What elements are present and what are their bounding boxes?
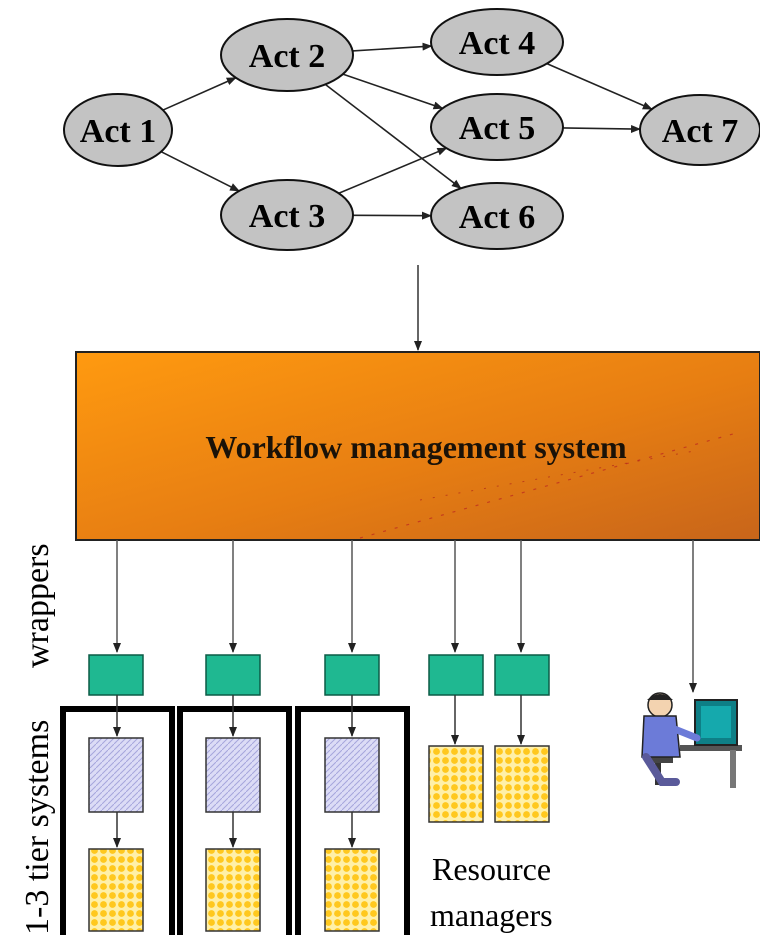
activity-node-1: Act 1 bbox=[63, 93, 173, 167]
activity-label: Act 6 bbox=[459, 199, 535, 236]
tier-systems-label: 1-3 tier systems bbox=[19, 720, 56, 935]
tier-system-frame bbox=[177, 706, 292, 935]
activity-label: Act 2 bbox=[249, 38, 325, 75]
edge-act4-act7 bbox=[546, 62, 653, 110]
wrappers bbox=[88, 654, 550, 696]
wrapper-box bbox=[88, 654, 144, 696]
activity-node-4: Act 4 bbox=[430, 8, 564, 76]
activity-node-3: Act 3 bbox=[220, 179, 354, 251]
edge-act2-act6 bbox=[324, 83, 462, 189]
edge-act2-act5 bbox=[342, 73, 444, 110]
resource-box bbox=[324, 848, 380, 932]
resource-box bbox=[88, 848, 144, 932]
activity-label: Act 3 bbox=[249, 198, 325, 235]
workflow-management-system-box: Workflow management system bbox=[75, 351, 760, 541]
resource-managers-label: Resource bbox=[432, 851, 551, 887]
user-at-computer-icon bbox=[641, 692, 742, 788]
resource-box bbox=[205, 848, 261, 932]
application-box bbox=[88, 737, 144, 813]
edge-act1-act2 bbox=[162, 76, 237, 111]
wrapper-box bbox=[205, 654, 261, 696]
activity-label: Act 4 bbox=[459, 25, 535, 62]
workflow-system-label: Workflow management system bbox=[205, 429, 627, 465]
wrapper-box bbox=[428, 654, 484, 696]
application-box bbox=[324, 737, 380, 813]
activity-node-6: Act 6 bbox=[430, 182, 564, 250]
resource-managers-label-2: managers bbox=[430, 897, 553, 933]
activity-label: Act 1 bbox=[80, 113, 156, 150]
application-box bbox=[205, 737, 261, 813]
edge-act5-act7 bbox=[562, 124, 642, 133]
activity-label: Act 7 bbox=[662, 113, 738, 150]
wrappers-label: wrappers bbox=[19, 543, 56, 668]
edge-act1-act3 bbox=[160, 150, 241, 192]
activity-node-7: Act 7 bbox=[639, 94, 760, 166]
resource-manager-boxes bbox=[88, 745, 550, 932]
activity-label: Act 5 bbox=[459, 110, 535, 147]
wfms-connectors bbox=[113, 540, 697, 693]
resource-box bbox=[428, 745, 484, 823]
activity-edges bbox=[160, 42, 653, 220]
wrapper-box bbox=[494, 654, 550, 696]
wrapper-box bbox=[324, 654, 380, 696]
edge-act3-act5 bbox=[338, 147, 448, 195]
tier-system-arrows bbox=[113, 695, 525, 848]
edge-act2-act4 bbox=[352, 42, 433, 52]
activity-node-5: Act 5 bbox=[430, 93, 564, 161]
application-boxes bbox=[88, 737, 380, 813]
resource-box bbox=[494, 745, 550, 823]
activity-node-2: Act 2 bbox=[220, 18, 354, 92]
